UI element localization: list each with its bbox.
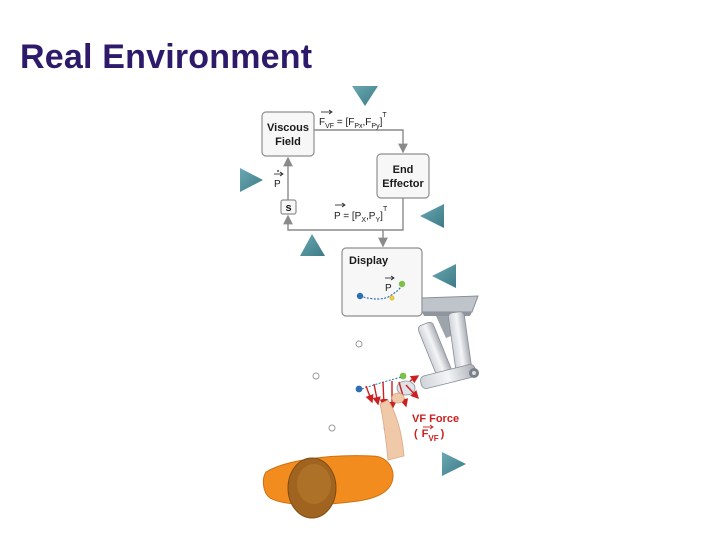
display-cursor xyxy=(389,295,395,301)
triangle-marker-bottom xyxy=(300,234,325,256)
viscous-field-label-2: Field xyxy=(275,136,301,148)
display-cursor-label: P xyxy=(385,283,392,294)
svg-text:(FVF): ( FVF) xyxy=(414,428,445,443)
vf-force-label: VF Force xyxy=(412,413,459,425)
signal-lines xyxy=(283,129,408,248)
triangle-marker-left xyxy=(240,168,263,192)
position-eq-sub2: Y xyxy=(375,217,380,224)
force-eq-sub1: Px xyxy=(354,123,363,130)
display-block: Display P xyxy=(341,247,423,317)
vf-force-annotation: VF Force ( FVF) xyxy=(412,413,459,443)
triangle-marker-top xyxy=(352,86,378,106)
position-eq-end: ] xyxy=(380,211,383,222)
force-field-arrows xyxy=(365,375,420,411)
subject-arm xyxy=(379,399,405,461)
integrator-block: s xyxy=(280,199,297,215)
subject-figure xyxy=(262,392,405,519)
force-eq-end: ] xyxy=(380,117,383,128)
force-eq-sub2: Py xyxy=(371,123,380,130)
svg-text:FVF = [FPx,FPy]T: FVF = [FPx,FPy]T xyxy=(319,112,387,130)
display-label: Display xyxy=(349,255,389,267)
vf-force-close: ) xyxy=(441,428,445,440)
force-eq-eq: = [F xyxy=(334,117,354,128)
velocity-text: P xyxy=(274,179,281,190)
viscous-field-block: Viscous Field xyxy=(261,111,315,157)
display-start-target xyxy=(356,292,364,300)
end-effector-label-1: End xyxy=(393,164,414,176)
vf-force-sub: VF xyxy=(428,434,438,443)
velocity-label: P xyxy=(274,170,284,190)
triangle-marker-right xyxy=(420,204,444,228)
force-eq-mid: ,F xyxy=(363,117,372,128)
triangle-markers xyxy=(240,86,466,476)
force-eq-sup: T xyxy=(382,112,387,119)
force-equation: FVF = [FPx,FPy]T xyxy=(319,109,387,130)
position-eq-sub1: X xyxy=(361,217,366,224)
position-equation: P = [PX,PY]T xyxy=(334,202,388,224)
vf-force-open: ( xyxy=(414,428,418,440)
svg-text:P = [PX,PY]T: P = [PX,PY]T xyxy=(334,206,388,224)
robot-arm xyxy=(396,311,479,396)
position-eq-mid: ,P xyxy=(366,211,376,222)
triangle-marker-display xyxy=(432,264,456,288)
display-goal-target xyxy=(398,280,406,288)
vf-force-symbol: F xyxy=(422,428,429,440)
end-effector-block: End Effector xyxy=(376,153,430,199)
position-eq-eq: = [P xyxy=(341,211,362,222)
integrator-label: s xyxy=(285,202,291,214)
position-eq-sup: T xyxy=(383,206,388,213)
viscous-field-label-1: Viscous xyxy=(267,122,309,134)
triangle-marker-subject xyxy=(442,452,466,476)
force-eq-lhs-sub: VF xyxy=(325,123,334,130)
workspace-start-target xyxy=(355,385,363,393)
position-eq-lhs: P xyxy=(334,211,341,222)
end-effector-label-2: Effector xyxy=(382,178,424,190)
workspace-goal-target xyxy=(399,372,407,380)
slide-title: Real Environment xyxy=(20,38,313,76)
force-eq-lhs: F xyxy=(319,117,325,128)
monitor-shelf xyxy=(421,295,479,316)
